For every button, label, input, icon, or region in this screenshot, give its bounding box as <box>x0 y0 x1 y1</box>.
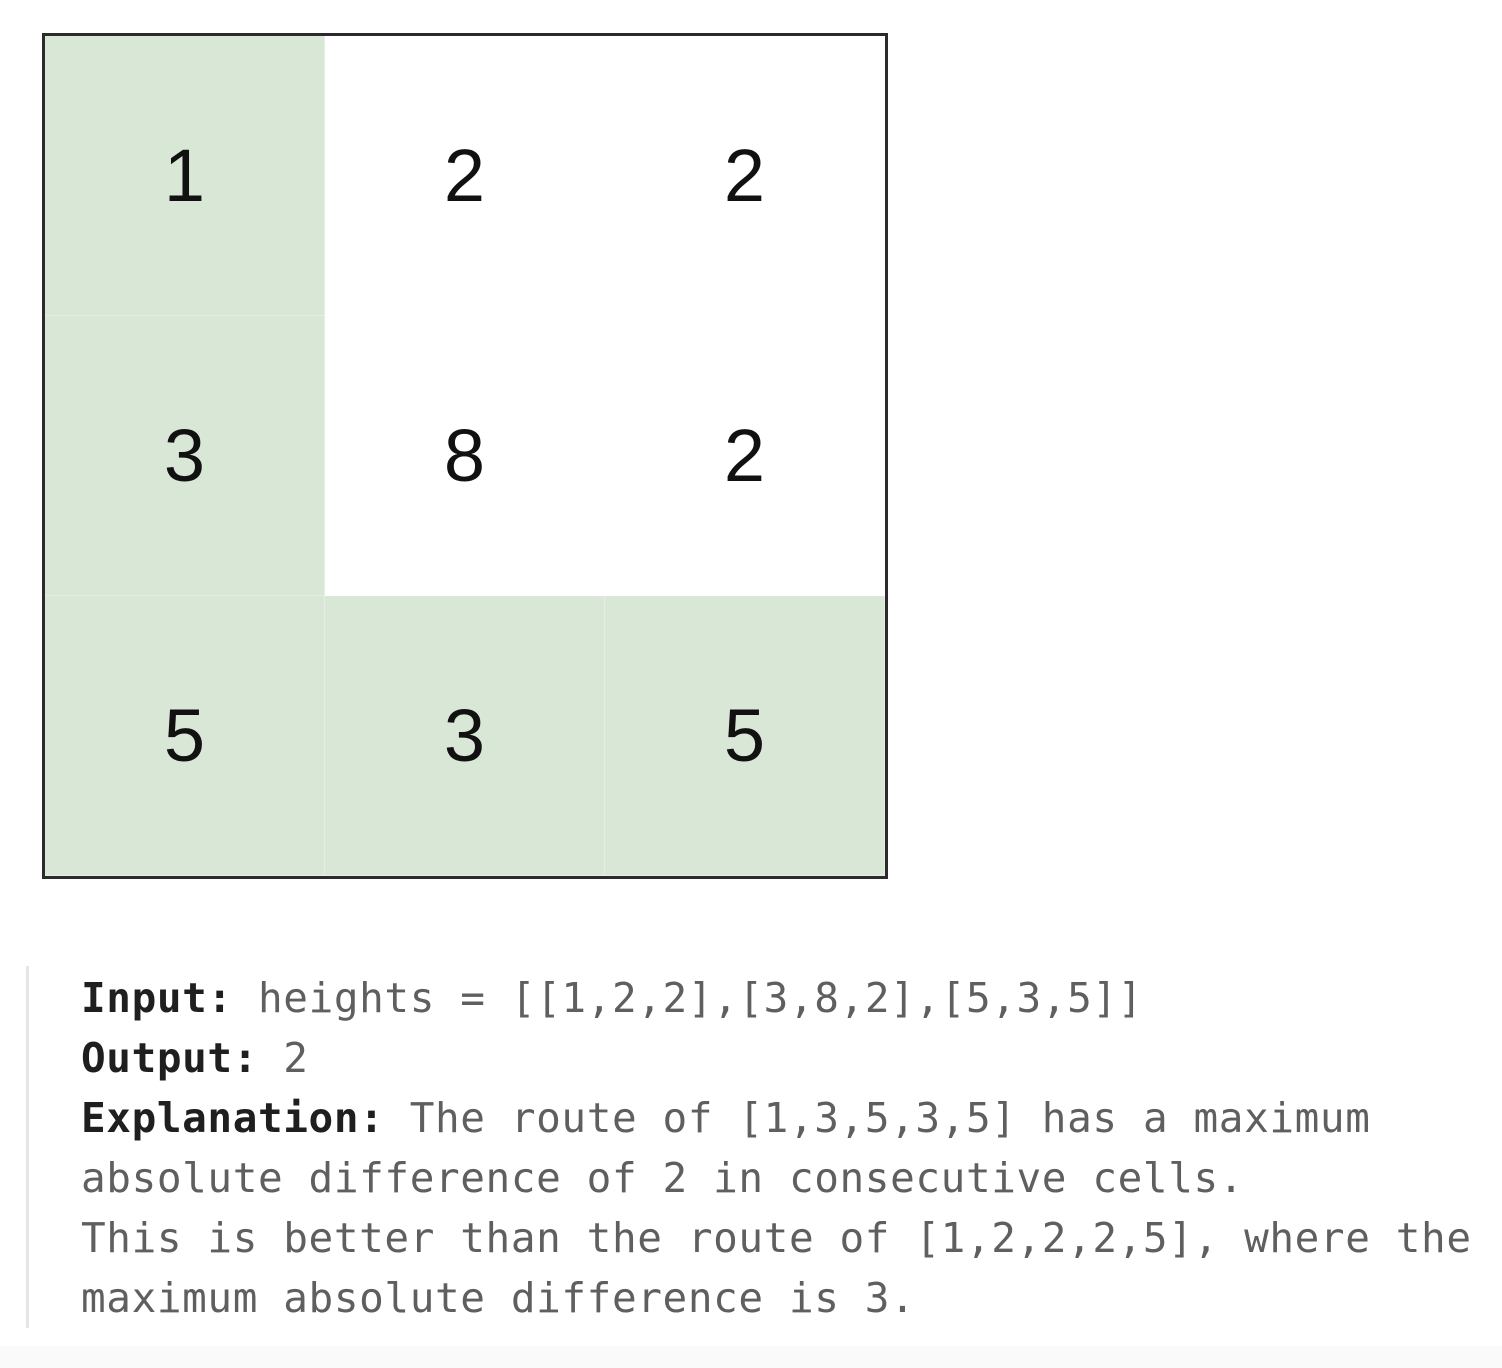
input-label: Input: <box>81 974 233 1022</box>
heights-grid: 1 2 2 3 8 2 5 3 5 <box>42 33 888 879</box>
output-value: 2 <box>258 1034 309 1082</box>
grid-cell-1-2: 2 <box>605 316 885 596</box>
input-value: heights = [[1,2,2],[3,8,2],[5,3,5]] <box>232 974 1143 1022</box>
explanation-line-1: Explanation: The route of [1,3,5,3,5] ha… <box>81 1088 1486 1148</box>
explanation-text-1: The route of [1,3,5,3,5] has a maximum <box>384 1094 1371 1142</box>
bottom-strip <box>0 1346 1502 1368</box>
input-line: Input: heights = [[1,2,2],[3,8,2],[5,3,5… <box>81 968 1486 1028</box>
grid-cell-0-2: 2 <box>605 36 885 316</box>
explanation-line-3: This is better than the route of [1,2,2,… <box>81 1214 1472 1262</box>
explanation-label: Explanation: <box>81 1094 385 1142</box>
explanation-line-4: maximum absolute difference is 3. <box>81 1274 916 1322</box>
explanation-line-2: absolute difference of 2 in consecutive … <box>81 1154 1245 1202</box>
grid-cell-2-0: 5 <box>45 596 325 876</box>
grid-cell-0-1: 2 <box>325 36 605 316</box>
output-line: Output: 2 <box>81 1028 1486 1088</box>
grid-cell-0-0: 1 <box>45 36 325 316</box>
example-block: Input: heights = [[1,2,2],[3,8,2],[5,3,5… <box>26 966 1486 1328</box>
grid-cell-2-1: 3 <box>325 596 605 876</box>
grid-cell-2-2: 5 <box>605 596 885 876</box>
grid-cell-1-0: 3 <box>45 316 325 596</box>
output-label: Output: <box>81 1034 258 1082</box>
grid-cell-1-1: 8 <box>325 316 605 596</box>
